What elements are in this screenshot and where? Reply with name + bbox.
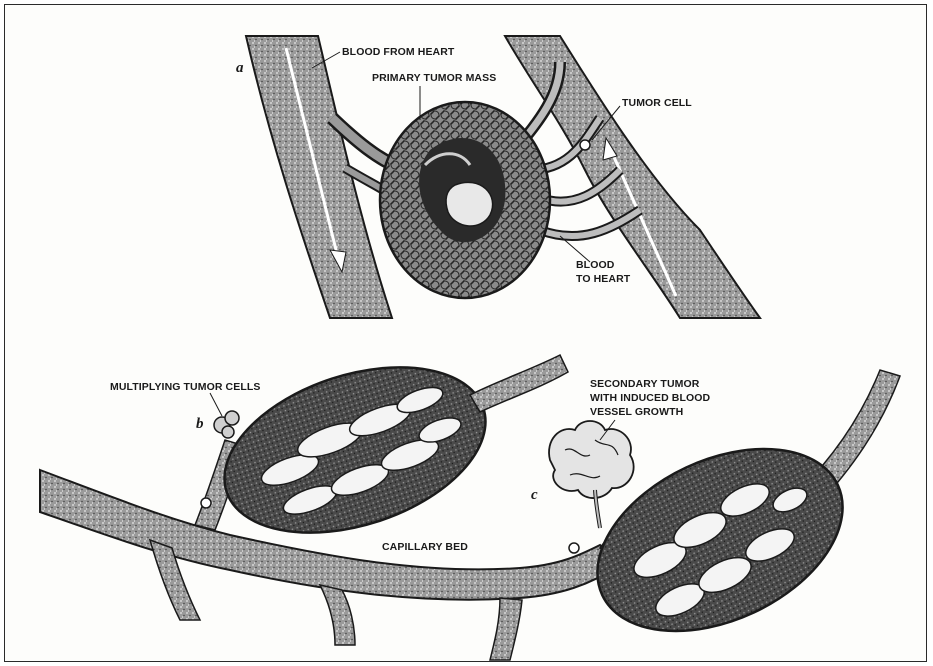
label-multiplying-tumor-cells: MULTIPLYING TUMOR CELLS [110,381,260,394]
panel-letter-a: a [236,60,244,77]
label-blood-to-heart-line1: BLOOD [576,259,614,272]
tumor-cell-in-vessel-c [569,543,579,553]
label-blood-to-heart-line2: TO HEART [576,273,630,286]
vessel-out-bed-b [470,355,568,412]
secondary-tumor [549,421,634,528]
tumor-cell-marker [580,140,590,150]
tumor-cell-in-vessel-b [201,498,211,508]
side-branch-2 [320,585,355,645]
label-secondary-tumor-line2: WITH INDUCED BLOOD [590,392,710,405]
label-secondary-tumor-line3: VESSEL GROWTH [590,406,683,419]
label-blood-from-heart: BLOOD FROM HEART [342,46,454,59]
leader-multiplying-cells [210,393,222,416]
label-tumor-cell: TUMOR CELL [622,97,692,110]
capillary-bed-b [203,337,506,563]
panel-letter-c: c [531,487,538,504]
tumor-core-light [446,182,493,226]
panel-a-illustration [246,36,760,318]
side-branch-3 [490,598,522,660]
label-primary-tumor-mass: PRIMARY TUMOR MASS [372,72,496,85]
label-secondary-tumor-line1: SECONDARY TUMOR [590,378,699,391]
multiplying-tumor-cells [214,411,239,438]
panel-letter-b: b [196,416,204,433]
label-capillary-bed: CAPILLARY BED [382,541,468,554]
